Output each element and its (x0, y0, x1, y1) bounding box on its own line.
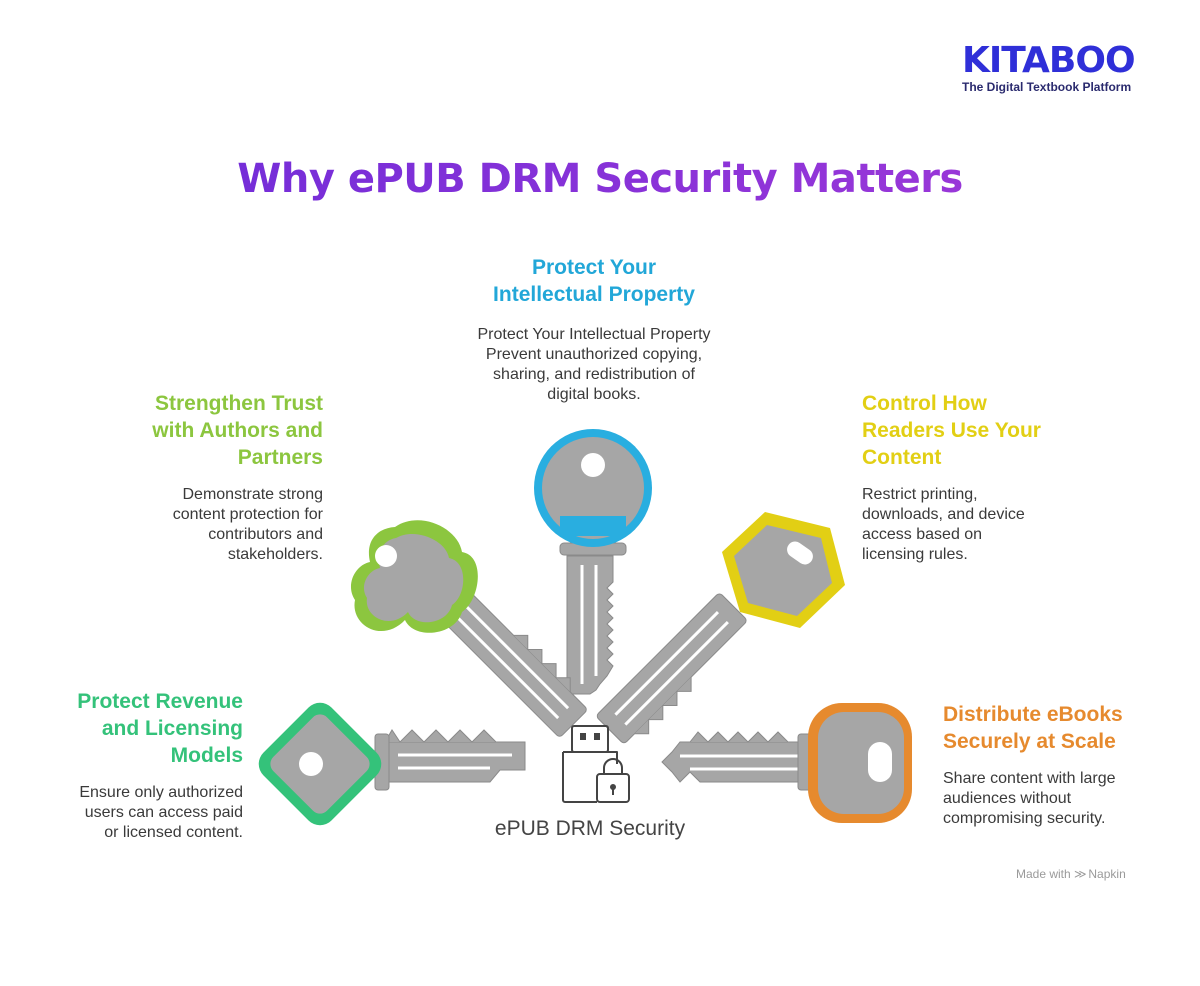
desc-line: access based on (862, 526, 983, 543)
logo-wordmark: KITABOO (962, 40, 1136, 81)
desc-line: Demonstrate strong (182, 486, 323, 503)
heading-line: Readers Use Your (862, 419, 1041, 442)
napkin-brand: Napkin (1088, 867, 1126, 881)
desc-line: Restrict printing, (862, 486, 978, 503)
section-description: Restrict printing, downloads, and device… (862, 485, 1092, 565)
heading-line: Control How (862, 392, 987, 415)
desc-line: users can access paid (84, 804, 243, 821)
section-description: Protect Your Intellectual Property Preve… (444, 325, 744, 405)
heading-line: Partners (237, 446, 323, 469)
key-hexagon-icon (596, 512, 845, 744)
section-description: Share content with large audiences witho… (943, 769, 1163, 829)
section-strengthen-trust: Strengthen Trust with Authors and Partne… (93, 390, 323, 565)
section-heading: Protect Your Intellectual Property (444, 254, 744, 308)
section-description: Demonstrate strong content protection fo… (93, 485, 323, 565)
kitaboo-logo: KITABOO The Digital Textbook Platform (962, 40, 1162, 94)
heading-line: Securely at Scale (943, 730, 1116, 753)
usb-lock-icon (562, 725, 630, 803)
heading-line: Protect Your (531, 256, 657, 279)
section-protect-ip: Protect Your Intellectual Property Prote… (444, 254, 744, 405)
heading-line: Protect Revenue (77, 690, 243, 713)
heading-line: Models (170, 744, 243, 767)
desc-line: stakeholders. (227, 546, 323, 563)
logo-tagline: The Digital Textbook Platform (962, 80, 1132, 94)
section-distribute: Distribute eBooks Securely at Scale Shar… (943, 701, 1163, 829)
desc-line: content protection for (172, 506, 323, 523)
section-heading: Strengthen Trust with Authors and Partne… (93, 390, 323, 471)
desc-line: or licensed content. (104, 824, 243, 841)
page-title: Why ePUB DRM Security Matters (0, 156, 1200, 202)
desc-line: licensing rules. (862, 546, 968, 563)
heading-line: with Authors and (152, 419, 323, 442)
key-round-icon (534, 429, 652, 695)
desc-line: contributors and (208, 526, 323, 543)
desc-line: sharing, and redistribution of (493, 366, 695, 383)
desc-line: digital books. (547, 386, 641, 403)
heading-line: Strengthen Trust (154, 392, 323, 415)
desc-line: audiences without (943, 790, 1072, 807)
made-with-napkin[interactable]: Made with ≫ Napkin (1016, 867, 1126, 881)
desc-line: Protect Your Intellectual Property (477, 326, 711, 343)
desc-line: Share content with large (943, 770, 1116, 787)
heading-line: Intellectual Property (493, 283, 695, 306)
key-clover-icon (350, 520, 587, 737)
heading-line: Distribute eBooks (943, 703, 1123, 726)
section-description: Ensure only authorized users can access … (43, 783, 243, 843)
heading-line: and Licensing (101, 717, 243, 740)
section-heading: Control How Readers Use Your Content (862, 390, 1092, 471)
key-rounded-icon (661, 703, 912, 823)
center-label: ePUB DRM Security (494, 817, 686, 840)
section-control-readers: Control How Readers Use Your Content Res… (862, 390, 1092, 565)
section-heading: Distribute eBooks Securely at Scale (943, 701, 1163, 755)
desc-line: downloads, and device (862, 506, 1025, 523)
key-diamond-icon (258, 702, 526, 826)
desc-line: Ensure only authorized (79, 784, 243, 801)
napkin-icon: ≫ (1074, 867, 1087, 881)
section-heading: Protect Revenue and Licensing Models (43, 688, 243, 769)
made-with-text: Made with (1016, 867, 1071, 881)
desc-line: Prevent unauthorized copying, (485, 346, 703, 363)
desc-line: compromising security. (943, 810, 1106, 827)
section-protect-revenue: Protect Revenue and Licensing Models Ens… (43, 688, 243, 843)
heading-line: Content (862, 446, 942, 469)
